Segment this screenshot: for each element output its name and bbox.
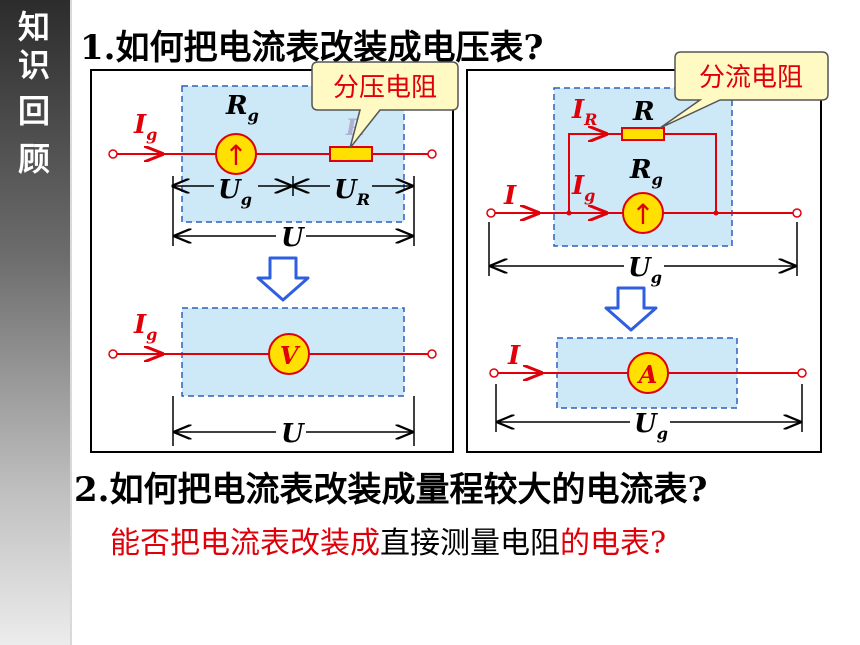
left-result-terminal-a: [108, 349, 118, 359]
left-series-resistor: [329, 146, 373, 162]
right-ug-label: U: [628, 253, 652, 283]
right-i-label: I: [503, 181, 517, 211]
svg-text:UR: UR: [334, 175, 370, 209]
svg-text:Ug: Ug: [634, 409, 668, 443]
left-terminal-b: [427, 149, 437, 159]
left-current-sub: g: [146, 125, 157, 144]
svg-text:Ug: Ug: [218, 175, 252, 209]
question-3-part-1: 能否把电流表改装成: [110, 526, 380, 561]
left-callout-bubble: [311, 61, 459, 149]
svg-text:IR: IR: [571, 95, 597, 129]
right-ig-label: I: [571, 171, 585, 201]
question-3: 能否把电流表改装成直接测量电阻的电表?: [110, 518, 666, 562]
right-galvanometer-needle-icon: ↑: [631, 198, 654, 231]
right-terminal-a: [486, 208, 496, 218]
left-galvanometer: [215, 133, 257, 175]
question-1: 1.如何把电流表改装成电压表?: [80, 28, 544, 68]
left-result-current-sub: g: [146, 325, 157, 344]
left-ur-label: U: [334, 175, 358, 205]
sidebar: 知 识 回 顾: [0, 0, 72, 645]
right-node-b: [713, 210, 719, 216]
left-callout-text: 分压电阻: [333, 73, 437, 103]
svg-text:Ug: Ug: [628, 253, 662, 287]
left-rg-label: R: [225, 91, 248, 121]
svg-text:Ig: Ig: [571, 171, 595, 205]
right-callout-text: 分流电阻: [699, 63, 803, 93]
right-shunt-resistor: [621, 127, 665, 141]
question-3-part-3: 的电表?: [560, 526, 667, 561]
right-galvanometer: [622, 192, 664, 234]
left-current-label: I: [133, 110, 147, 140]
right-result-i-label: I: [507, 341, 521, 371]
sidebar-char-3: 回: [17, 92, 50, 130]
left-rg-sub: g: [248, 106, 259, 125]
right-result-ug-sub: g: [657, 424, 668, 443]
sidebar-divider: [70, 0, 72, 645]
left-down-arrow-icon: [256, 256, 310, 302]
right-rg-sub: g: [652, 170, 663, 189]
right-ig-sub: g: [584, 186, 595, 205]
left-result-current-label: I: [133, 310, 147, 340]
ammeter: [627, 352, 669, 394]
right-ir-label: I: [571, 95, 585, 125]
question-2: 2.如何把电流表改装成量程较大的电流表?: [74, 470, 708, 510]
left-galvanometer-needle-icon: ↑: [224, 139, 247, 172]
right-result-terminal-a: [489, 368, 499, 378]
ammeter-label: A: [637, 360, 658, 389]
right-rg-label: R: [629, 155, 652, 185]
right-ir-sub: R: [583, 110, 597, 129]
right-ug-sub: g: [651, 268, 662, 287]
left-ug-label: U: [218, 175, 242, 205]
right-terminal-b: [792, 208, 802, 218]
sidebar-char-4: 顾: [17, 140, 50, 178]
svg-text:Rg: Rg: [225, 91, 259, 125]
right-result-ug-label: U: [634, 409, 658, 439]
question-3-part-2: 直接测量电阻: [380, 526, 560, 561]
svg-text:Ig: Ig: [133, 110, 157, 144]
right-down-arrow-icon: [604, 286, 658, 332]
left-terminal-a: [108, 149, 118, 159]
right-result-terminal-b: [797, 368, 807, 378]
left-u-label: U: [281, 223, 305, 253]
left-ug-sub: g: [241, 190, 252, 209]
right-callout-bubble: [659, 51, 829, 129]
voltmeter: [268, 333, 310, 375]
svg-text:Ig: Ig: [133, 310, 157, 344]
right-node-a: [566, 210, 572, 216]
left-result-terminal-b: [427, 349, 437, 359]
svg-text:Rg: Rg: [629, 155, 663, 189]
left-ur-sub: R: [356, 190, 370, 209]
right-r-label: R: [632, 97, 655, 127]
voltmeter-label: V: [280, 341, 301, 370]
sidebar-char-2: 识: [17, 46, 50, 84]
left-result-u-label: U: [281, 419, 305, 449]
sidebar-char-1: 知: [17, 8, 50, 46]
